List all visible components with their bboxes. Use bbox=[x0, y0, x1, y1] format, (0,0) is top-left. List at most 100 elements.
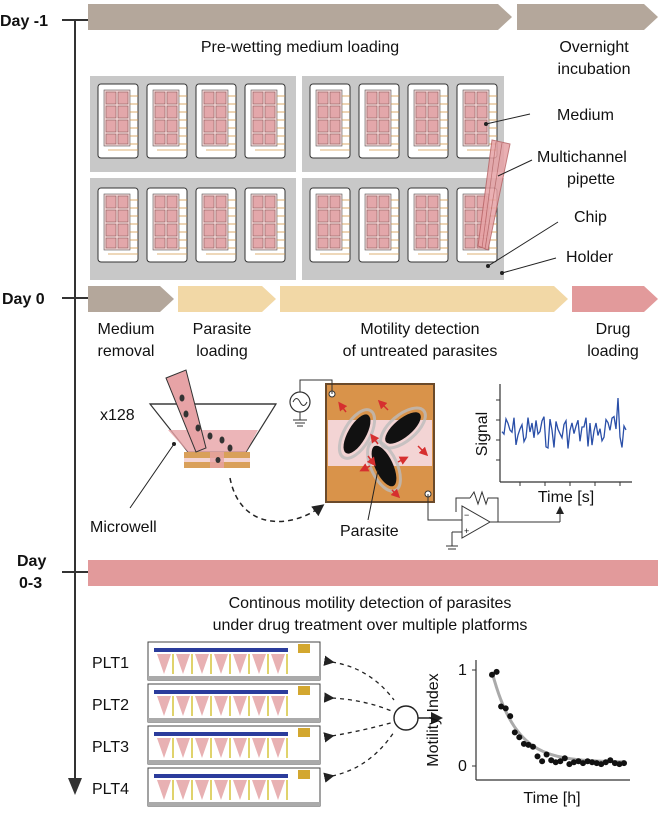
motility-ylabel: Motility Index bbox=[425, 673, 442, 766]
signal-ylabel: Signal bbox=[474, 412, 491, 456]
chip-leader bbox=[487, 221, 559, 267]
motility-plot bbox=[472, 660, 630, 781]
parasite-leader bbox=[367, 469, 379, 521]
motility-data-point bbox=[543, 751, 550, 758]
microwell-label: Microwell bbox=[90, 519, 157, 536]
motility-data-point bbox=[507, 713, 514, 720]
microwell bbox=[271, 654, 285, 674]
chip bbox=[244, 187, 286, 263]
chip bbox=[358, 187, 400, 263]
ac-source bbox=[289, 379, 333, 427]
ytick-label: 0 bbox=[458, 758, 467, 775]
microwell bbox=[252, 780, 266, 800]
microwell bbox=[195, 738, 209, 758]
drug-loading-label-line1: Drug bbox=[596, 321, 631, 338]
microwell bbox=[157, 696, 171, 716]
microwell bbox=[233, 738, 247, 758]
platform-stack bbox=[147, 641, 321, 807]
signal-xlabel: Time [s] bbox=[538, 489, 594, 506]
amp-plus: + bbox=[464, 526, 469, 536]
chip bbox=[146, 187, 188, 263]
prewetting-label: Pre-wetting medium loading bbox=[201, 39, 399, 56]
microwell bbox=[233, 780, 247, 800]
motility-data-point bbox=[570, 759, 577, 766]
switch-node bbox=[393, 705, 419, 731]
chip bbox=[97, 187, 139, 263]
microwell bbox=[252, 654, 266, 674]
signal-trace bbox=[501, 397, 627, 450]
pipette-leader bbox=[497, 159, 533, 177]
platform-label: PLT2 bbox=[92, 697, 129, 714]
motility-data-point bbox=[498, 703, 505, 710]
chip bbox=[358, 83, 400, 159]
sensing-chamber bbox=[325, 383, 435, 503]
motility-data-point bbox=[589, 759, 596, 766]
microwell bbox=[157, 738, 171, 758]
chip bbox=[146, 83, 188, 159]
day-03-label-line1: Day bbox=[17, 553, 46, 570]
motility-label-line1: Motility detection bbox=[360, 321, 479, 338]
microwell bbox=[157, 654, 171, 674]
microwell bbox=[195, 696, 209, 716]
motility-data-point bbox=[534, 753, 541, 760]
microwell bbox=[214, 780, 228, 800]
chip bbox=[195, 187, 237, 263]
motility-data-point bbox=[493, 668, 500, 675]
parasite-loading-label-line2: loading bbox=[196, 343, 248, 360]
parasite-loading-arrow bbox=[178, 286, 276, 312]
motility-data-point bbox=[525, 741, 532, 748]
microwell-schematic bbox=[148, 369, 278, 468]
chip-label: Chip bbox=[574, 209, 607, 226]
holder-label: Holder bbox=[566, 249, 614, 266]
platform bbox=[147, 641, 321, 681]
chip bbox=[244, 83, 286, 159]
motility-data-point bbox=[511, 729, 518, 736]
motility-data-point bbox=[516, 734, 523, 741]
motility-data-point bbox=[502, 705, 509, 712]
motility-trend-line bbox=[490, 671, 624, 764]
motility-data-point bbox=[530, 743, 536, 750]
motility-data-point bbox=[616, 761, 623, 768]
pipette-label-line1: Multichannel bbox=[537, 149, 627, 166]
day-m1-label: Day -1 bbox=[0, 13, 48, 30]
motility-data-point bbox=[561, 755, 568, 762]
parasite-cell bbox=[379, 406, 427, 450]
microwell bbox=[271, 738, 285, 758]
microwell bbox=[271, 696, 285, 716]
microwell bbox=[271, 780, 285, 800]
motility-data-point bbox=[539, 758, 546, 765]
motility-data-point bbox=[580, 760, 586, 767]
holder-grid bbox=[90, 76, 504, 280]
removal-label-line1: Medium bbox=[98, 321, 155, 338]
motility-data-point bbox=[621, 760, 627, 767]
platform-label: PLT1 bbox=[92, 655, 129, 672]
motility-data-point bbox=[575, 758, 582, 765]
microwell bbox=[214, 654, 228, 674]
continuous-title-line1: Continous motility detection of parasite… bbox=[229, 595, 512, 612]
motility-data-point bbox=[489, 671, 495, 678]
chip bbox=[309, 83, 351, 159]
motility-data-point bbox=[557, 758, 564, 765]
incubation-label-line1: Overnight bbox=[559, 39, 629, 56]
removal-arrow bbox=[88, 286, 174, 312]
parasite-cell bbox=[337, 408, 377, 460]
chip bbox=[407, 83, 449, 159]
motility-data-point bbox=[584, 758, 591, 765]
continuous-title-line2: under drug treatment over multiple platf… bbox=[213, 617, 528, 634]
timeline-arrowhead bbox=[68, 778, 82, 795]
chip bbox=[407, 187, 449, 263]
drug-loading-label-line2: loading bbox=[587, 343, 639, 360]
microwell-leader bbox=[129, 443, 175, 509]
drug-treatment-bar bbox=[88, 560, 658, 586]
microwell bbox=[195, 780, 209, 800]
amp-minus: − bbox=[464, 510, 469, 520]
pipette-label-line2: pipette bbox=[567, 171, 615, 188]
chip bbox=[97, 83, 139, 159]
microwell bbox=[176, 654, 190, 674]
microwell bbox=[252, 738, 266, 758]
holder-leader bbox=[501, 257, 557, 274]
day-03-label-line2: 0-3 bbox=[19, 575, 42, 592]
parasite-label: Parasite bbox=[340, 523, 399, 540]
platform bbox=[147, 725, 321, 765]
motility-label-line2: of untreated parasites bbox=[343, 343, 498, 360]
